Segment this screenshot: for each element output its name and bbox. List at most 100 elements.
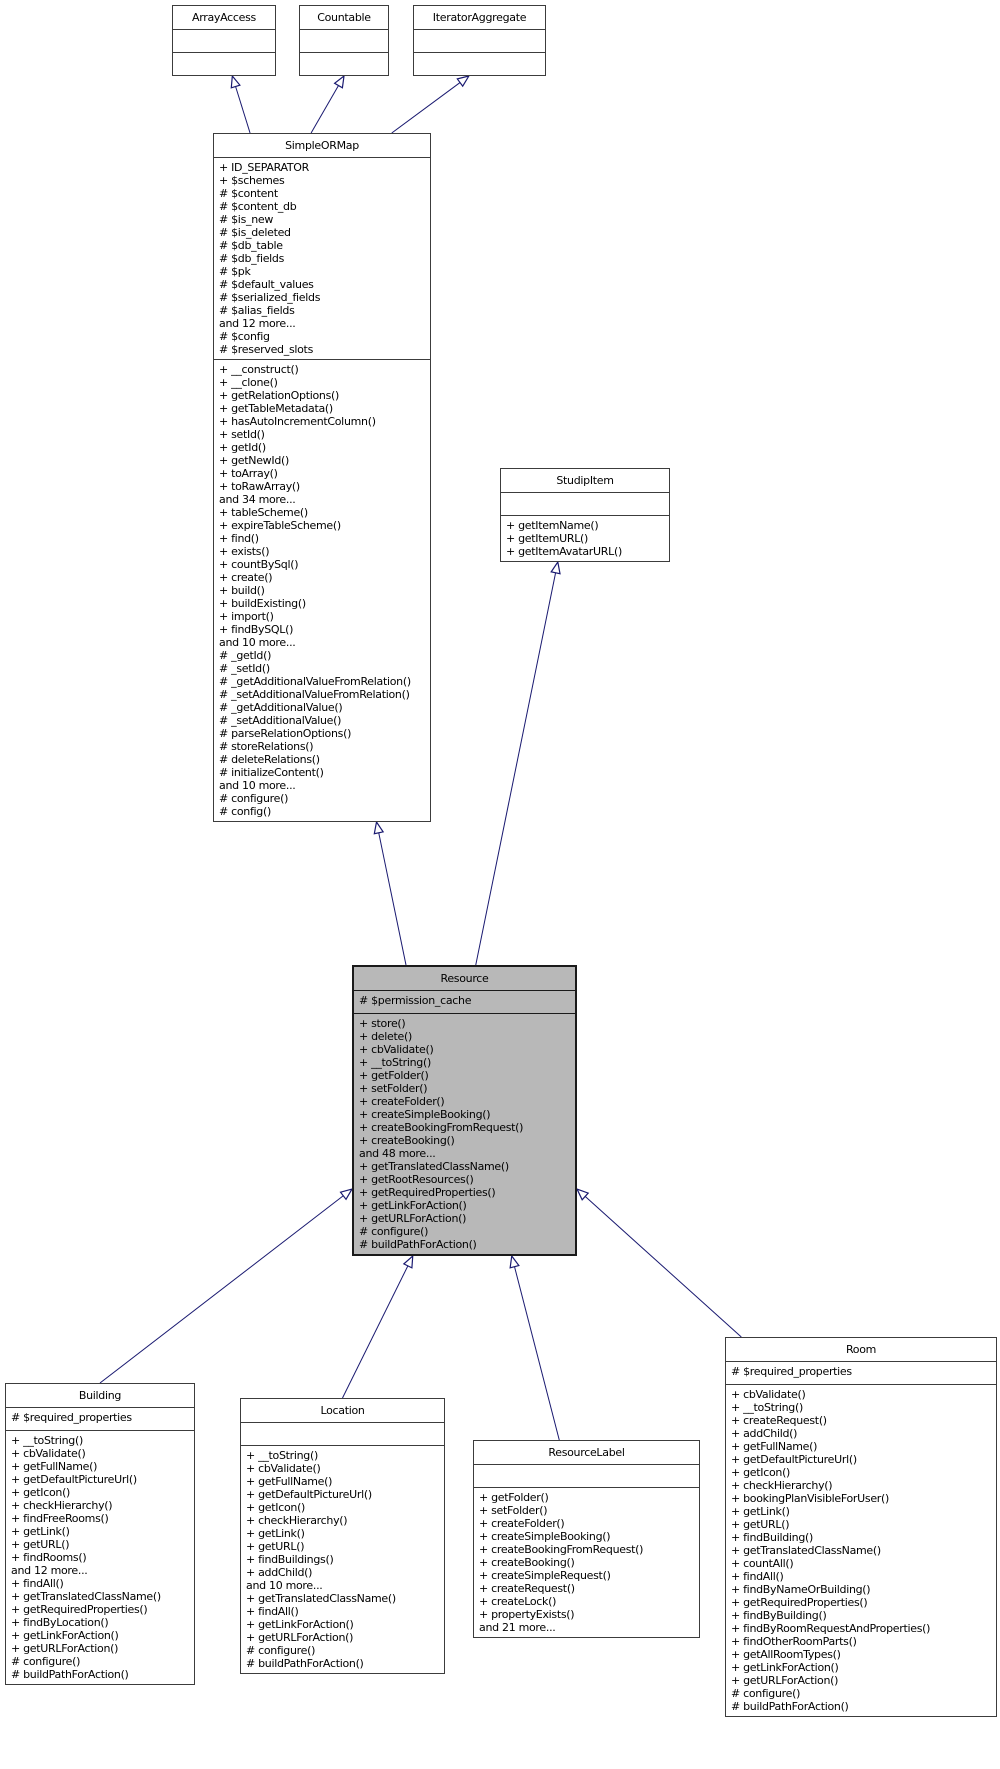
method-line: + getTranslatedClassName() (11, 1590, 161, 1603)
method-line: + getRelationOptions() (219, 389, 339, 402)
method-line: + __construct() (219, 363, 299, 376)
attribute-line: # $permission_cache (359, 994, 472, 1007)
inheritance-arrowhead-icon (373, 820, 385, 835)
class-attributes (241, 1423, 444, 1446)
method-line: + getDefaultPictureUrl() (11, 1473, 137, 1486)
method-line: # buildPathForAction() (731, 1700, 849, 1713)
method-line: + getItemAvatarURL() (506, 545, 622, 558)
method-line: + hasAutoIncrementColumn() (219, 415, 376, 428)
class-title: IteratorAggregate (414, 6, 545, 30)
inheritance-arrowhead-icon (509, 1254, 520, 1269)
class-box-Location[interactable]: Location+ __toString()+ cbValidate()+ ge… (240, 1398, 445, 1674)
method-line: + cbValidate() (11, 1447, 86, 1460)
method-line: + createSimpleBooking() (359, 1108, 491, 1121)
attribute-line: # $content (219, 187, 278, 200)
class-box-Building[interactable]: Building# $required_properties+ __toStri… (5, 1383, 195, 1685)
attribute-line: # $required_properties (731, 1365, 852, 1378)
attribute-line: # $default_values (219, 278, 314, 291)
class-box-Resource[interactable]: Resource# $permission_cache+ store()+ de… (352, 965, 577, 1256)
method-line: + getLinkForAction() (731, 1661, 839, 1674)
class-title: ResourceLabel (474, 1441, 699, 1465)
method-line: # configure() (731, 1687, 801, 1700)
method-line: + toRawArray() (219, 480, 300, 493)
method-line: + getItemName() (506, 519, 599, 532)
method-line: + getLinkForAction() (359, 1199, 467, 1212)
class-attributes (173, 30, 275, 53)
class-box-SimpleORMap[interactable]: SimpleORMap+ ID_SEPARATOR+ $schemes# $co… (213, 133, 431, 822)
method-line: + findAll() (246, 1605, 299, 1618)
method-line: + getURLForAction() (731, 1674, 839, 1687)
class-methods: + store()+ delete()+ cbValidate()+ __toS… (354, 1014, 575, 1254)
attribute-line: # $reserved_slots (219, 343, 314, 356)
class-box-ArrayAccess[interactable]: ArrayAccess (172, 5, 276, 76)
method-line: + cbValidate() (246, 1462, 321, 1475)
method-line: + getLinkForAction() (11, 1629, 119, 1642)
method-line: + getRequiredProperties() (359, 1186, 496, 1199)
class-attributes: # $required_properties (726, 1362, 996, 1385)
attribute-line: # $db_fields (219, 252, 285, 265)
method-line: + findAll() (731, 1570, 784, 1583)
class-attributes (501, 493, 669, 516)
class-title: Location (241, 1399, 444, 1423)
attribute-line: + ID_SEPARATOR (219, 161, 310, 174)
inheritance-line (99, 1195, 344, 1384)
method-line: # _getAdditionalValue() (219, 701, 343, 714)
method-line: + createBookingFromRequest() (479, 1543, 644, 1556)
class-attributes: + ID_SEPARATOR+ $schemes# $content# $con… (214, 158, 430, 360)
inheritance-arrowhead-icon (550, 560, 561, 575)
method-line: + getLink() (11, 1525, 70, 1538)
method-line: + getFolder() (479, 1491, 549, 1504)
method-line: + getDefaultPictureUrl() (731, 1453, 857, 1466)
method-line: # _setAdditionalValueFromRelation() (219, 688, 410, 701)
class-attributes (414, 30, 545, 53)
method-line: + createBooking() (479, 1556, 575, 1569)
method-line: + getURL() (731, 1518, 790, 1531)
method-line: and 48 more... (359, 1147, 436, 1160)
method-line: and 21 more... (479, 1621, 556, 1634)
attribute-line: and 12 more... (219, 317, 296, 330)
inheritance-line (310, 85, 339, 134)
class-box-Room[interactable]: Room# $required_properties+ cbValidate()… (725, 1337, 997, 1717)
method-line: + getIcon() (731, 1466, 791, 1479)
method-line: + findBySQL() (219, 623, 294, 636)
inheritance-line (235, 86, 251, 134)
method-line: + setFolder() (479, 1504, 548, 1517)
class-attributes: # $permission_cache (354, 991, 575, 1014)
method-line: + toArray() (219, 467, 278, 480)
class-box-ResourceLabel[interactable]: ResourceLabel+ getFolder()+ setFolder()+… (473, 1440, 700, 1638)
method-line: + getURL() (246, 1540, 305, 1553)
inheritance-arrowhead-icon (333, 74, 345, 89)
method-line: + setFolder() (359, 1082, 428, 1095)
class-methods: + getFolder()+ setFolder()+ createFolder… (474, 1488, 699, 1637)
class-title: StudipItem (501, 469, 669, 493)
method-line: + getURL() (11, 1538, 70, 1551)
method-line: + getURLForAction() (11, 1642, 119, 1655)
method-line: # initializeContent() (219, 766, 324, 779)
class-attributes (474, 1465, 699, 1488)
method-line: + checkHierarchy() (11, 1499, 113, 1512)
class-title: Room (726, 1338, 996, 1362)
method-line: + cbValidate() (359, 1043, 434, 1056)
attribute-line: # $required_properties (11, 1411, 132, 1424)
method-line: + getTableMetadata() (219, 402, 333, 415)
class-title: ArrayAccess (173, 6, 275, 30)
method-line: # configure() (11, 1655, 81, 1668)
method-line: + getURLForAction() (359, 1212, 467, 1225)
inheritance-line (342, 1265, 409, 1399)
class-box-Countable[interactable]: Countable (299, 5, 389, 76)
method-line: + createSimpleRequest() (479, 1569, 611, 1582)
attribute-line: # $is_new (219, 213, 274, 226)
method-line: + expireTableScheme() (219, 519, 341, 532)
method-line: and 10 more... (219, 636, 296, 649)
method-line: + addChild() (731, 1427, 798, 1440)
method-line: + findFreeRooms() (11, 1512, 109, 1525)
class-box-StudipItem[interactable]: StudipItem+ getItemName()+ getItemURL()+… (500, 468, 670, 562)
inheritance-line (514, 1266, 560, 1441)
class-box-IteratorAggregate[interactable]: IteratorAggregate (413, 5, 546, 76)
method-line: + __toString() (11, 1434, 83, 1447)
method-line: + checkHierarchy() (731, 1479, 833, 1492)
method-line: # configure() (359, 1225, 429, 1238)
method-line: + setId() (219, 428, 265, 441)
method-line: + getIcon() (246, 1501, 306, 1514)
